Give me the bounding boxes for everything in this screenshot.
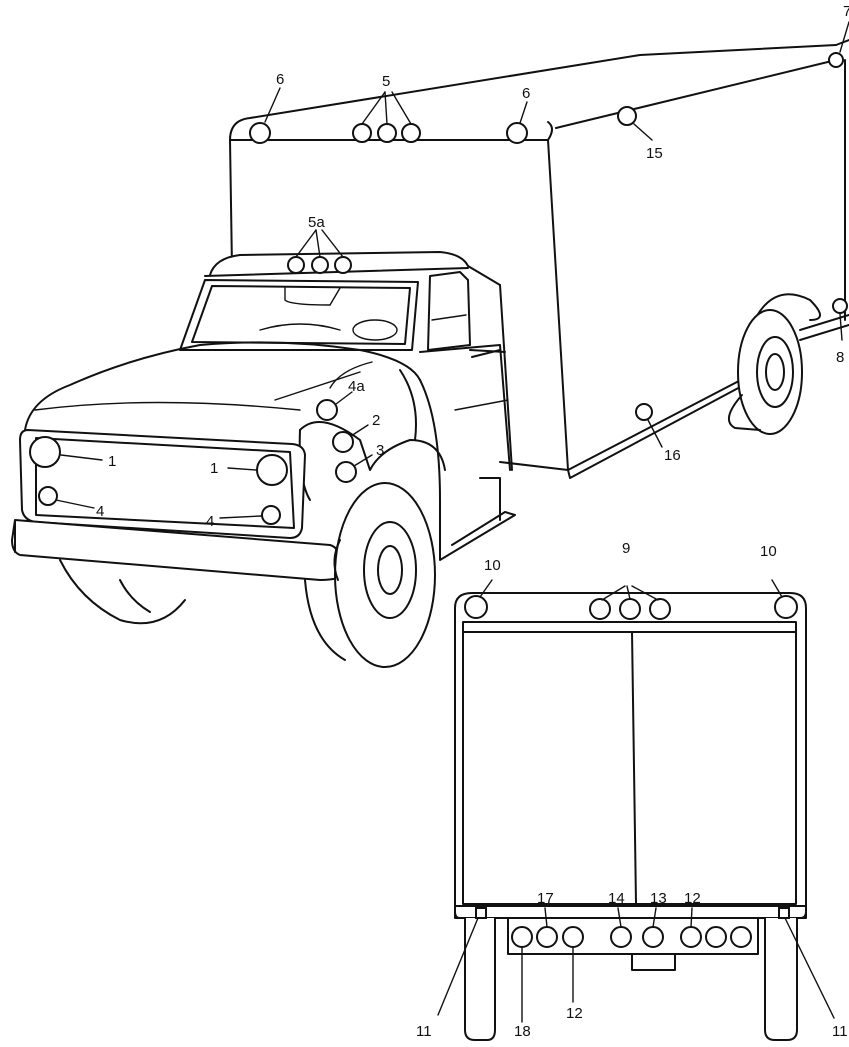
lamp-3 (335, 461, 357, 483)
callout-12: 12 (566, 1005, 583, 1022)
callout-9: 9 (622, 540, 630, 557)
callout-13: 13 (650, 890, 667, 907)
cab-identification-lamp (311, 256, 329, 274)
callout-8: 8 (836, 349, 844, 366)
callout-17: 17 (537, 890, 554, 907)
rear-lamp-12-right (680, 926, 702, 948)
rear-view-leaders (437, 579, 835, 1023)
side-marker-lamp-upper (617, 106, 637, 126)
callout-4: 4 (206, 513, 214, 530)
front-lamp-right (261, 505, 281, 525)
identification-lamp (401, 123, 421, 143)
clearance-lamp-front-left (249, 122, 271, 144)
callout-5: 5 (382, 73, 390, 90)
callout-16: 16 (664, 447, 681, 464)
clearance-lamp-front-right (506, 122, 528, 144)
rear-identification-lamp (619, 598, 641, 620)
callout-1: 1 (210, 460, 218, 477)
rear-lamp-12-left (562, 926, 584, 948)
rear-clearance-lamp-right (774, 595, 798, 619)
callout-12: 12 (684, 890, 701, 907)
rear-view (454, 592, 807, 1041)
callout-4: 4 (96, 503, 104, 520)
identification-lamp (352, 123, 372, 143)
front-wheel (333, 482, 436, 668)
callout-18: 18 (514, 1023, 531, 1040)
cab-identification-lamp (287, 256, 305, 274)
identification-lamp (377, 123, 397, 143)
rear-lamp (705, 926, 727, 948)
callout-10: 10 (760, 543, 777, 560)
callout-11: 11 (416, 1023, 432, 1040)
reflector-right (778, 907, 790, 919)
callout-14: 14 (608, 890, 625, 907)
callout-1: 1 (108, 453, 116, 470)
lamp-4a (316, 399, 338, 421)
reflector-left (475, 907, 487, 919)
headlamp-left (29, 436, 61, 468)
cab-identification-lamp (334, 256, 352, 274)
headlamp-right (256, 454, 288, 486)
rear-clearance-lamp-left (464, 595, 488, 619)
callout-6: 6 (276, 71, 284, 88)
callout-7: 7 (843, 3, 849, 20)
lamp-2 (332, 431, 354, 453)
front-lamp-left (38, 486, 58, 506)
rear-identification-lamp (589, 598, 611, 620)
rear-lamp-17 (536, 926, 558, 948)
callout-4a: 4a (348, 378, 365, 395)
callout-15: 15 (646, 145, 663, 162)
rear-wheel (727, 293, 821, 435)
rear-clearance-lamp-corner (828, 52, 844, 68)
callout-6: 6 (522, 85, 530, 102)
callout-2: 2 (372, 412, 380, 429)
side-view-leaders (55, 21, 849, 519)
truck-cab (11, 251, 516, 661)
rear-lamp-18 (511, 926, 533, 948)
callout-11: 11 (832, 1023, 848, 1040)
callout-5a: 5a (308, 214, 325, 231)
cargo-box (229, 39, 849, 479)
rear-lamp-14 (610, 926, 632, 948)
callout-labels: 6 5 6 15 7 8 5a 4a 2 3 1 1 4 4 16 10 10 … (96, 3, 849, 1040)
rear-identification-lamp (649, 598, 671, 620)
rear-lamp-13 (642, 926, 664, 948)
callout-3: 3 (376, 442, 384, 459)
callout-10: 10 (484, 557, 501, 574)
side-marker-lamp-lower (635, 403, 653, 421)
rear-side-marker-lamp (832, 298, 848, 314)
rear-lamp (730, 926, 752, 948)
